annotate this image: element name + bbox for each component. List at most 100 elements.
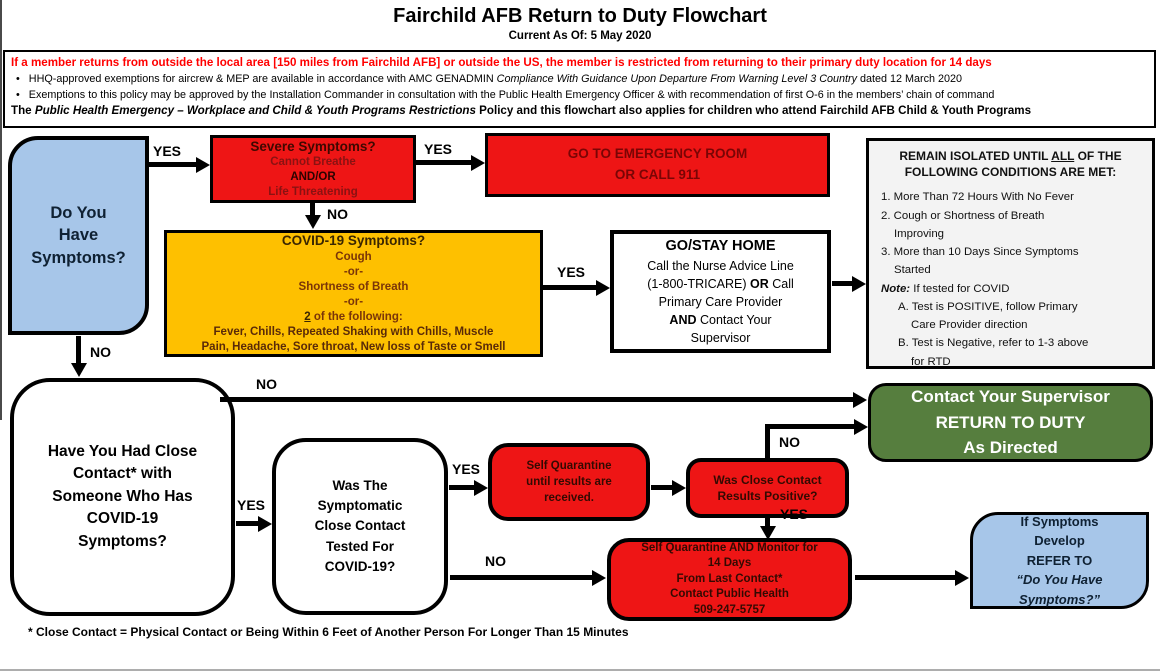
node-emergency-room: GO TO EMERGENCY ROOM OR CALL 911 xyxy=(485,133,830,197)
list-item: 3. More than 10 Days Since Symptoms xyxy=(881,246,1079,259)
text-line: Symptoms? xyxy=(31,248,126,267)
text-line: AND Contact Your xyxy=(669,313,772,328)
list-item: Care Provider direction xyxy=(911,319,1028,332)
edge-label-no: NO xyxy=(327,206,348,222)
text-line: Tested For xyxy=(325,538,394,554)
policy-bullet-1: • HHQ-approved exemptions for aircrew & … xyxy=(11,71,1146,87)
policy-applies-line: The Public Health Emergency – Workplace … xyxy=(11,104,1032,118)
text-line: Contact Your Supervisor xyxy=(911,387,1110,407)
page-subtitle: Current As Of: 5 May 2020 xyxy=(508,30,652,42)
note-line: Note: If tested for COVID xyxy=(881,282,1010,295)
arrowhead-right-icon xyxy=(596,280,610,296)
arrowhead-right-icon xyxy=(471,155,485,171)
node-severe-symptoms: Severe Symptoms? Cannot Breathe AND/OR L… xyxy=(210,135,416,203)
slide-left-edge xyxy=(0,0,2,420)
text-line: Develop xyxy=(1034,533,1085,549)
bullet-icon: • xyxy=(16,72,20,85)
arrowhead-right-icon xyxy=(853,392,867,408)
node-title: FOLLOWING CONDITIONS ARE MET: xyxy=(904,165,1117,180)
list-item: 1. More Than 72 Hours With No Fever xyxy=(881,191,1074,204)
node-go-stay-home: GO/STAY HOME Call the Nurse Advice Line … xyxy=(610,230,831,353)
policy-header-box: If a member returns from outside the loc… xyxy=(3,50,1156,128)
list-item: A. Test is POSITIVE, follow Primary xyxy=(898,300,1078,313)
text-line: -or- xyxy=(343,265,364,278)
text-line: 2 of the following: xyxy=(304,310,403,323)
text-line: Supervisor xyxy=(690,331,751,346)
node-covid-symptoms: COVID-19 Symptoms? Cough -or- Shortness … xyxy=(164,230,543,357)
arrow-severe-no xyxy=(310,203,315,216)
text-line: Close Contact xyxy=(314,518,406,534)
node-do-you-have-symptoms: Do You Have Symptoms? xyxy=(8,136,149,335)
arrow-q3-yes xyxy=(449,485,474,490)
list-item: 2. Cough or Shortness of Breath xyxy=(881,209,1045,222)
node-title: REMAIN ISOLATED UNTIL ALL OF THE xyxy=(899,149,1122,163)
text-line: until results are xyxy=(526,475,612,488)
text-line: Symptoms?” xyxy=(1019,591,1100,607)
arrowhead-down-icon xyxy=(71,363,87,377)
text-line: 14 Days xyxy=(707,557,752,570)
text-line: -or- xyxy=(343,295,364,308)
text-line: Was Close Contact xyxy=(713,472,822,487)
arrow-severe-yes xyxy=(416,160,471,165)
node-title: COVID-19 Symptoms? xyxy=(281,233,426,249)
arrowhead-right-icon xyxy=(592,570,606,586)
arrow-home-to-isolation xyxy=(832,281,852,286)
text-line: Contact* with xyxy=(72,465,173,483)
node-title: GO/STAY HOME xyxy=(665,237,776,254)
bullet-icon: • xyxy=(16,88,20,101)
edge-label-yes: YES xyxy=(424,141,453,157)
arrow-posq-no-vertical xyxy=(765,424,770,458)
text-line: REFER TO xyxy=(1026,552,1093,568)
text-line: Primary Care Provider xyxy=(658,294,783,309)
text-line: If Symptoms xyxy=(1020,513,1099,529)
page-title: Fairchild AFB Return to Duty Flowchart xyxy=(393,5,767,27)
node-title: Severe Symptoms? xyxy=(250,138,376,154)
edge-label-yes: YES xyxy=(557,264,586,280)
text-line: Self Quarantine xyxy=(526,459,612,472)
text-line: Shortness of Breath xyxy=(298,280,409,293)
text-line: COVID-19 xyxy=(86,510,159,528)
text-line: From Last Contact* xyxy=(676,572,783,585)
node-contact-supervisor-return-to-duty: Contact Your Supervisor RETURN TO DUTY A… xyxy=(868,383,1153,462)
text-line: (1-800-TRICARE) OR Call xyxy=(647,276,794,291)
arrowhead-down-icon xyxy=(760,526,776,540)
slide-bottom-edge xyxy=(0,669,1160,671)
arrow-q2-yes xyxy=(236,521,258,526)
text-line: Have You Had Close xyxy=(47,442,198,460)
arrow-q2-no xyxy=(220,397,853,402)
node-close-contact-question: Have You Had Close Contact* with Someone… xyxy=(10,378,235,616)
arrow-posq-no-horizontal xyxy=(765,424,854,429)
policy-bullet-1-text: HHQ-approved exemptions for aircrew & ME… xyxy=(28,72,963,85)
node-symptomatic-contact-tested: Was The Symptomatic Close Contact Tested… xyxy=(272,438,448,615)
text-line: RETURN TO DUTY xyxy=(935,412,1086,432)
policy-bullet-2: • Exemptions to this policy may be appro… xyxy=(11,87,1146,103)
arrow-posq-yes xyxy=(765,518,770,528)
arrowhead-right-icon xyxy=(258,516,272,532)
text-line: Symptomatic xyxy=(317,498,403,514)
text-line: AND/OR xyxy=(290,171,336,184)
arrowhead-right-icon xyxy=(854,419,868,435)
arrow-covid-yes xyxy=(543,285,596,290)
text-line: Self Quarantine AND Monitor for xyxy=(641,541,818,554)
edge-label-yes: YES xyxy=(452,461,481,477)
text-line: Life Threatening xyxy=(268,186,358,199)
text-line: Results Positive? xyxy=(717,489,818,503)
text-line: Have xyxy=(58,226,99,245)
edge-label-no: NO xyxy=(485,553,506,569)
arrowhead-right-icon xyxy=(852,276,866,292)
text-line: 509-247-5757 xyxy=(693,603,766,616)
node-remain-isolated-conditions: REMAIN ISOLATED UNTIL ALL OF THE FOLLOWI… xyxy=(866,138,1155,369)
text-line: GO TO EMERGENCY ROOM xyxy=(567,146,748,162)
node-close-contact-results-positive: Was Close Contact Results Positive? xyxy=(686,458,849,518)
arrowhead-right-icon xyxy=(474,480,488,496)
edge-label-yes: YES xyxy=(780,506,809,522)
edge-label-no: NO xyxy=(90,344,111,360)
text-line: Do You xyxy=(50,204,107,223)
arrowhead-right-icon xyxy=(196,157,210,173)
node-if-symptoms-develop: If Symptoms Develop REFER TO “Do You Hav… xyxy=(970,512,1149,609)
close-contact-footnote: * Close Contact = Physical Contact or Be… xyxy=(28,625,629,639)
arrow-q1-yes xyxy=(149,162,196,167)
edge-label-yes: YES xyxy=(153,143,182,159)
text-line: Someone Who Has xyxy=(52,487,193,505)
text-line: “Do You Have xyxy=(1016,572,1103,588)
